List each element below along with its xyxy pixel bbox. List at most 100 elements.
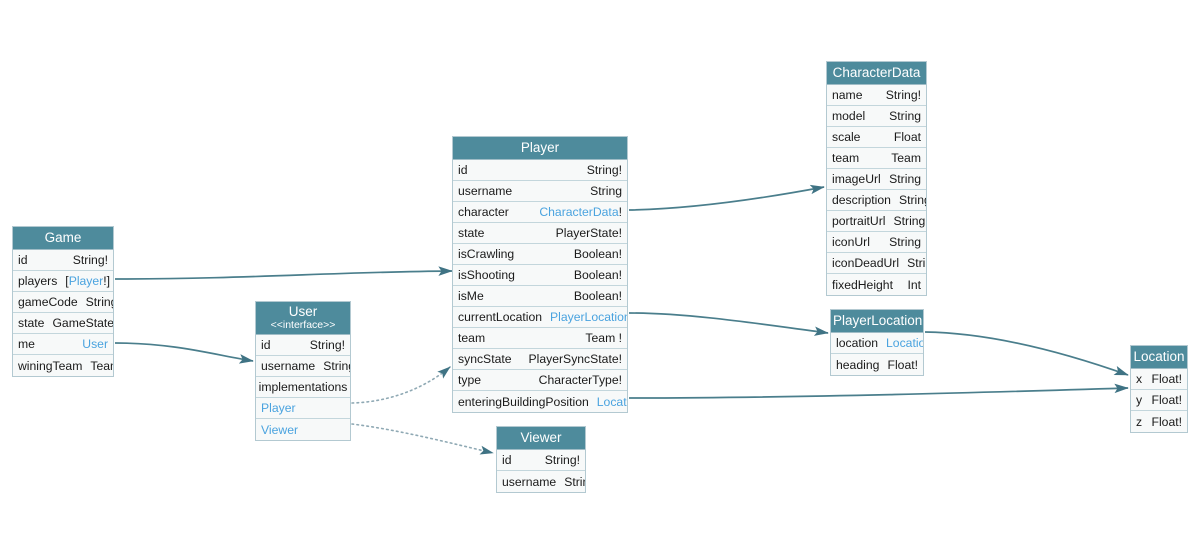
field-name: enteringBuildingPosition	[458, 394, 589, 409]
field-type: String!	[85, 295, 113, 310]
field-type-reference[interactable]: Player	[68, 274, 104, 289]
field-name: players	[18, 274, 58, 289]
field-type: Team	[891, 151, 921, 166]
field-type: CharacterType!	[538, 373, 622, 388]
field-name: username	[458, 184, 513, 199]
field-name: scale	[832, 130, 861, 145]
field-type: String	[590, 184, 622, 199]
field-row[interactable]: isShooting Boolean!	[453, 265, 627, 287]
entity-header-viewer: Viewer	[497, 427, 585, 451]
edge-playerlocation-location-to-location	[924, 331, 1129, 376]
field-name: me	[18, 337, 35, 352]
field-type: Float!	[887, 357, 918, 372]
field-name: id	[261, 338, 271, 353]
field-type: String	[889, 235, 921, 250]
field-name: id	[18, 253, 28, 268]
field-type: Boolean!	[573, 268, 622, 283]
field-row[interactable]: me User	[13, 334, 113, 356]
implementation-name[interactable]: Viewer	[261, 422, 299, 437]
field-type-reference[interactable]: PlayerLocation	[550, 310, 627, 325]
field-type: Float!	[1151, 372, 1182, 387]
field-row[interactable]: heading Float!	[831, 354, 923, 376]
implementation-row[interactable]: Viewer	[256, 419, 350, 441]
field-name: id	[458, 163, 468, 178]
field-type: String!	[309, 338, 345, 353]
field-row[interactable]: iconDeadUrlString	[827, 253, 926, 275]
field-name: location	[836, 336, 879, 351]
field-type-reference[interactable]: Location!	[886, 336, 923, 351]
field-type-suffix: !]	[103, 274, 111, 289]
field-name: heading	[836, 357, 880, 372]
field-type: PlayerLocation!	[550, 310, 627, 324]
edge-player-character-to-characterdata	[628, 184, 825, 211]
entity-header-characterdata: CharacterData	[827, 62, 926, 86]
field-name: isShooting	[458, 268, 515, 283]
field-type: Float	[893, 130, 921, 145]
entity-title: Viewer	[520, 430, 562, 445]
field-row[interactable]: scale Float	[827, 127, 926, 149]
field-type: Team	[90, 358, 113, 373]
field-row[interactable]: username String	[453, 181, 627, 203]
field-name: syncState	[458, 352, 512, 367]
field-row[interactable]: winingTeamTeam	[13, 355, 113, 377]
entity-user[interactable]: User<<interface>> id String! usernameString…	[255, 301, 351, 442]
field-type-reference[interactable]: CharacterData	[539, 205, 619, 220]
field-row[interactable]: id String!	[256, 335, 350, 357]
entity-title: PlayerLocation	[833, 313, 923, 328]
implementation-name[interactable]: Player	[261, 401, 296, 416]
field-name: type	[458, 373, 482, 388]
field-row[interactable]: enteringBuildingPosition Location	[453, 391, 627, 413]
field-name: gameCode	[18, 295, 78, 310]
field-type: User	[82, 337, 108, 351]
entity-title: Player	[520, 140, 560, 155]
field-name: id	[502, 453, 512, 468]
field-name: fixedHeight	[832, 277, 893, 292]
field-row[interactable]: gameCode String!	[13, 292, 113, 314]
field-row[interactable]: type CharacterType!	[453, 370, 627, 392]
entity-title: Game	[44, 230, 82, 245]
field-type-reference[interactable]: Location	[596, 394, 627, 409]
field-row[interactable]: location Location!	[831, 333, 923, 355]
entity-playerlocation[interactable]: PlayerLocation location Location! heading Fl…	[830, 309, 924, 377]
field-row[interactable]: descriptionString	[827, 190, 926, 212]
edge-game-players-to-player	[114, 266, 453, 280]
edge-player-currentlocation-to-playerlocation	[628, 312, 829, 336]
implementation-row[interactable]: Player	[256, 398, 350, 420]
edge-user-player-implements	[351, 366, 451, 404]
field-type: Boolean!	[573, 289, 622, 304]
field-type-reference[interactable]: User	[82, 337, 108, 352]
field-type: Team !	[585, 331, 622, 346]
entity-header-user: User<<interface>>	[256, 302, 350, 336]
entity-title: User	[288, 304, 318, 319]
field-type-prefix: [	[65, 274, 69, 289]
field-row[interactable]: players [Player!]	[13, 271, 113, 293]
